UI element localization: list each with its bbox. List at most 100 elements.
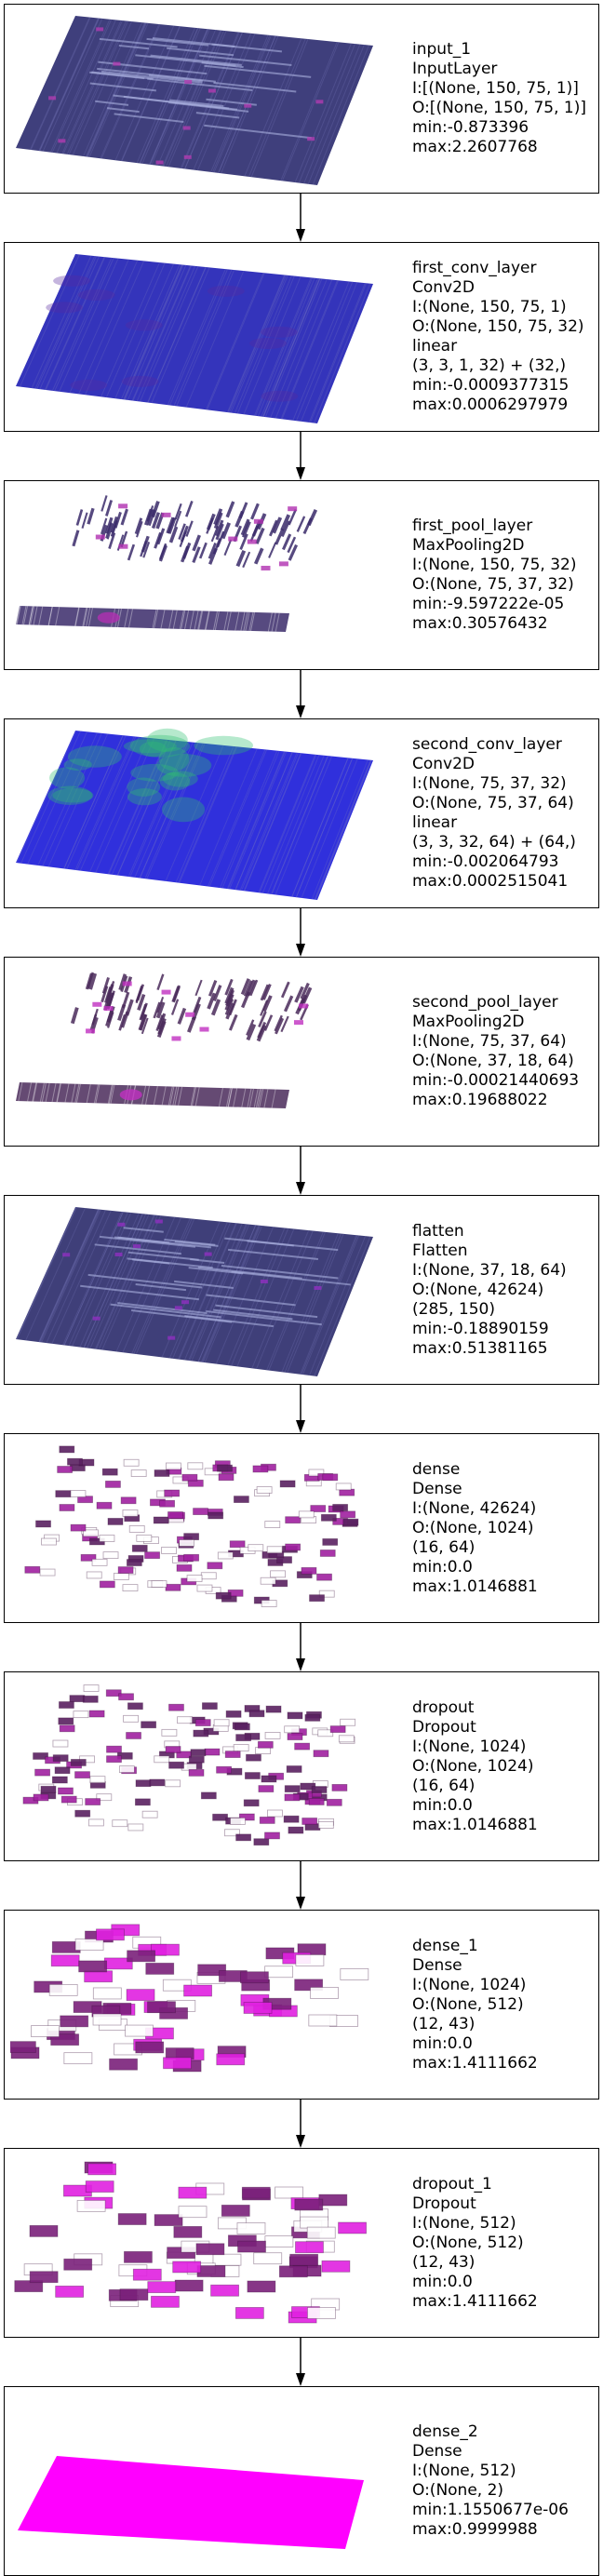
layer-detail-line: (3, 3, 32, 64) + (64,) (412, 833, 576, 852)
layer-detail-line: min:-0.002064793 (412, 852, 559, 871)
layer-visualization-shape (24, 1445, 359, 1607)
layer-visualization-shape (16, 254, 373, 423)
layer-detail-line: min:-0.18890159 (412, 1319, 549, 1338)
layer-detail-line: linear (412, 813, 458, 832)
flow-arrow-icon (296, 1623, 305, 1671)
layer-detail-line: min:-0.873396 (412, 118, 529, 137)
layer-detail-line: max:0.9999988 (412, 2520, 538, 2539)
layer-detail-line: O:[(None, 150, 75, 1)] (412, 99, 587, 117)
layer-name: dense (412, 1459, 461, 1479)
layer-detail-line: O:(None, 37, 18, 64) (412, 1052, 574, 1070)
layer-visualization-shape (16, 16, 373, 185)
layer-detail-line: I:(None, 75, 37, 32) (412, 774, 567, 793)
layer-detail-line: min:0.0 (412, 2272, 473, 2291)
layer-detail-line: I:(None, 512) (412, 2462, 516, 2480)
flow-arrow-icon (296, 908, 305, 957)
layer-detail-line: I:(None, 75, 37, 64) (412, 1032, 567, 1051)
layer-detail-line: O:(None, 42624) (412, 1280, 544, 1299)
layer-visualization (10, 2391, 401, 2571)
layer-visualization (10, 8, 401, 189)
layer-detail-line: I:(None, 150, 75, 1) (412, 298, 567, 316)
layer-visualization (10, 961, 401, 1142)
layer-detail-line: O:(None, 2) (412, 2481, 504, 2500)
layer-visualization-shape (22, 1684, 356, 1846)
flow-arrow-icon (296, 1147, 305, 1195)
layer-visualization (10, 723, 401, 904)
layer-detail-line: max:1.0146881 (412, 1576, 538, 1596)
flow-arrow-icon (296, 1861, 305, 1910)
layer-type: MaxPooling2D (412, 536, 525, 555)
layer-detail-line: I:(None, 1024) (412, 1975, 527, 1994)
layer-visualization-shape (15, 495, 318, 632)
layer-detail-line: O:(None, 1024) (412, 1518, 534, 1537)
layer-name: dropout_1 (412, 2174, 492, 2194)
flow-arrow-icon (296, 2338, 305, 2386)
layer-name: input_1 (412, 40, 472, 59)
layer-visualization (10, 1200, 401, 1380)
layer-visualization-shape (10, 1924, 369, 2073)
layer-detail-line: min:-0.00021440693 (412, 1071, 580, 1090)
layer-type: InputLayer (412, 60, 498, 78)
layer-name: second_conv_layer (412, 735, 562, 754)
layer-type: MaxPooling2D (412, 1013, 525, 1031)
layer-detail-line: min:0.0 (412, 2033, 473, 2053)
layer-detail-line: I:(None, 37, 18, 64) (412, 1260, 567, 1280)
layer-detail-line: O:(None, 1024) (412, 1756, 534, 1776)
layer-visualization (10, 247, 401, 427)
layer-visualization-shape (16, 972, 313, 1108)
layer-type: Dropout (412, 1717, 476, 1737)
flow-arrow-icon (296, 432, 305, 480)
layer-detail-line: (12, 43) (412, 2252, 476, 2272)
layer-visualization-shape (18, 2456, 364, 2549)
layer-detail-line: O:(None, 512) (412, 2233, 524, 2252)
layer-name: first_pool_layer (412, 517, 533, 535)
layer-detail-line: min:0.0 (412, 1557, 473, 1576)
layer-type: Conv2D (412, 278, 476, 297)
layer-detail-line: max:1.0146881 (412, 1815, 538, 1834)
layer-detail-line: (285, 150) (412, 1299, 495, 1319)
layer-visualization (10, 485, 401, 665)
layer-detail-line: max:0.30576432 (412, 614, 548, 633)
layer-detail-line: (16, 64) (412, 1776, 476, 1795)
layer-visualization (10, 1438, 401, 1618)
flow-arrow-icon (296, 670, 305, 718)
layer-detail-line: (3, 3, 1, 32) + (32,) (412, 356, 567, 375)
layer-visualization (10, 2153, 401, 2333)
layer-detail-line: max:1.4111662 (412, 2053, 538, 2073)
layer-visualization-shape (14, 2161, 367, 2324)
layer-detail-line: I:(None, 150, 75, 32) (412, 556, 577, 574)
layer-detail-line: I:[(None, 150, 75, 1)] (412, 79, 579, 98)
layer-name: second_pool_layer (412, 993, 558, 1012)
layer-detail-line: linear (412, 337, 458, 356)
layer-detail-line: I:(None, 1024) (412, 1737, 527, 1756)
layer-name: dense_2 (412, 2422, 478, 2441)
layer-detail-line: O:(None, 75, 37, 32) (412, 575, 574, 594)
layer-visualization-shape (16, 728, 373, 900)
layer-detail-line: min:-0.0009377315 (412, 376, 570, 395)
layer-detail-line: max:0.51381165 (412, 1338, 548, 1358)
layer-type: Dropout (412, 2194, 476, 2213)
layer-detail-line: O:(None, 75, 37, 64) (412, 794, 574, 812)
layer-visualization (10, 1914, 401, 2095)
layer-detail-line: I:(None, 512) (412, 2213, 516, 2233)
layer-detail-line: O:(None, 512) (412, 1994, 524, 2014)
flow-arrow-icon (296, 194, 305, 242)
